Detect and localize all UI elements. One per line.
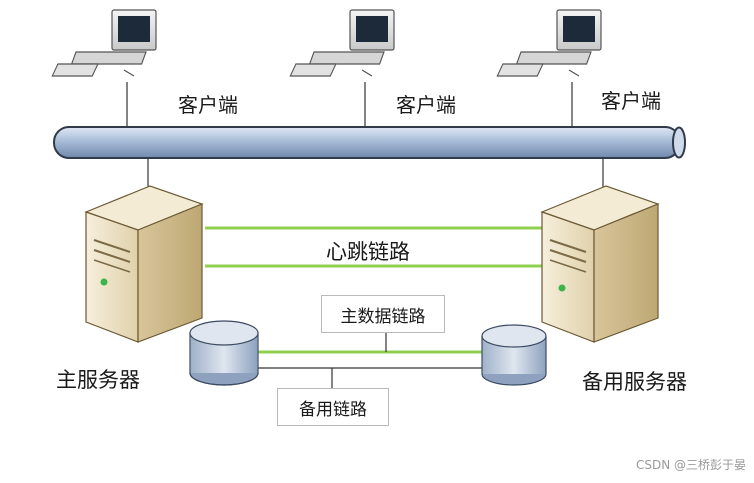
primary-data-link-label: 主数据链路 — [321, 295, 445, 333]
backup-server-label: 备用服务器 — [582, 370, 687, 394]
client-label-1: 客户端 — [178, 93, 238, 117]
primary-server-icon — [84, 185, 204, 343]
heartbeat-link-label: 心跳链路 — [326, 240, 410, 264]
client-computer-icon-3 — [496, 9, 602, 77]
backup-storage-disk-icon — [481, 324, 547, 386]
primary-storage-disk-icon — [189, 320, 259, 386]
primary-server-label: 主服务器 — [56, 368, 140, 392]
client-label-3: 客户端 — [601, 89, 661, 113]
client-computer-icon-1 — [51, 9, 157, 77]
backup-server-icon — [540, 185, 660, 343]
backup-link-label: 备用链路 — [277, 388, 389, 426]
network-bus — [53, 126, 686, 159]
client-computer-icon-2 — [289, 9, 395, 77]
client-label-2: 客户端 — [396, 93, 456, 117]
watermark: CSDN @三桥彭于晏 — [635, 458, 746, 472]
